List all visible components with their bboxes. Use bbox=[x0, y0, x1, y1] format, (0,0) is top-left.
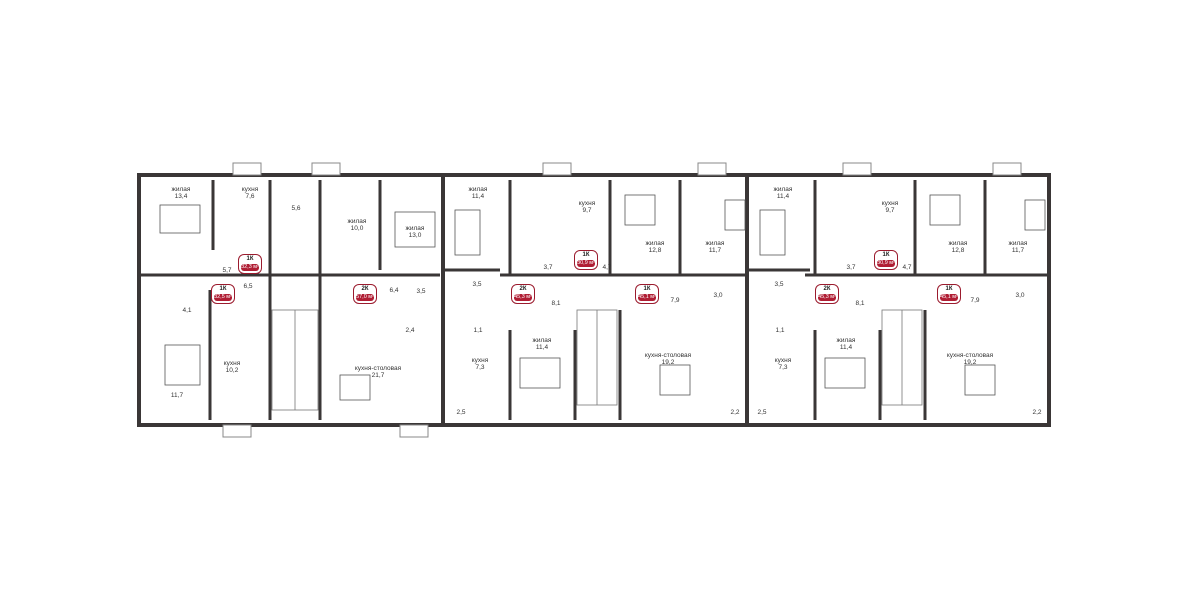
area-value: 2,4 bbox=[405, 327, 415, 334]
area-value: 2,5 bbox=[456, 409, 466, 416]
area-value: 3,7 bbox=[543, 264, 553, 271]
area-value: 3,5 bbox=[416, 288, 426, 295]
area-value: 1,1 bbox=[473, 327, 483, 334]
area-value: 1,1 bbox=[775, 327, 785, 334]
area-value: 8,1 bbox=[551, 300, 561, 307]
area-value: 3,0 bbox=[713, 292, 723, 299]
area-value: 2,2 bbox=[1032, 409, 1042, 416]
area-value: 3,7 bbox=[846, 264, 856, 271]
area-value: 2,5 bbox=[757, 409, 767, 416]
walls bbox=[137, 173, 1051, 427]
area-value: 4,7 bbox=[902, 264, 912, 271]
area-value: 6,4 bbox=[389, 287, 399, 294]
windows bbox=[222, 162, 1022, 438]
area-value: 5,7 bbox=[222, 267, 232, 274]
interior-walls bbox=[141, 180, 1047, 420]
area-value: 5,6 bbox=[291, 205, 301, 212]
area-value: 3,5 bbox=[472, 281, 482, 288]
area-value: 4,1 bbox=[182, 307, 192, 314]
furniture bbox=[159, 194, 1046, 401]
area-value: 7,9 bbox=[970, 297, 980, 304]
area-value: 4,7 bbox=[602, 264, 612, 271]
area-value: 8,1 bbox=[855, 300, 865, 307]
area-value: 6,5 bbox=[243, 283, 253, 290]
area-value: 11,7 bbox=[170, 392, 184, 399]
stairs bbox=[271, 309, 923, 411]
area-value: 3,0 bbox=[1015, 292, 1025, 299]
area-value: 7,9 bbox=[670, 297, 680, 304]
area-value: 3,5 bbox=[774, 281, 784, 288]
area-value: 2,2 bbox=[730, 409, 740, 416]
